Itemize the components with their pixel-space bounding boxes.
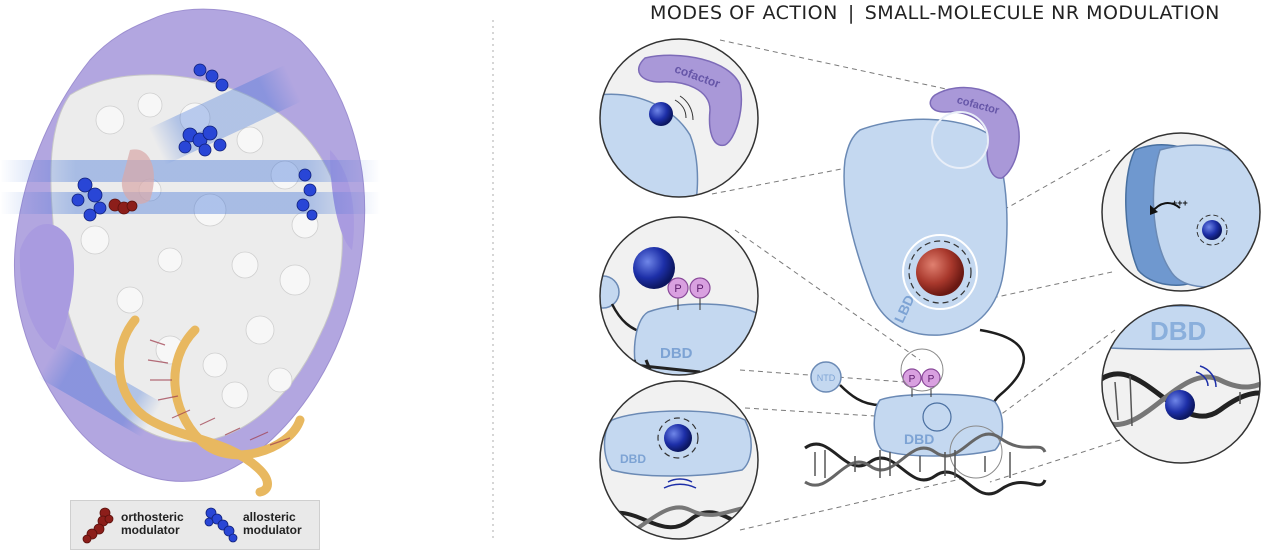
phospho-group [921,368,941,388]
figure-title: MODES OF ACTION | SMALL-MOLECULE NR MODULA… [650,2,1220,24]
dbd-label: DBD [904,431,934,447]
legend-orthosteric-label: orthosteric modulator [121,511,184,537]
zoom-dbd-pocket: DBD [599,380,759,540]
allosteric-legend-icon [204,507,238,543]
nuclear-receptor-schematic: cofactor LBD NTD DBD P P [804,86,1047,496]
zoom-allosteric-pocket: +++ [1101,132,1261,292]
zoom-cofactor-disruption: cofactor [599,38,759,198]
dbd-label-zoom5: DBD [1150,316,1206,346]
charge-label: +++ [1172,198,1188,208]
title-right: SMALL-MOLECULE NR MODULATION [864,2,1220,24]
phospho-label: P [928,374,935,385]
dbd-label-zoom2: DBD [660,345,693,362]
legend-box: orthosteric modulator allosteric modulat… [70,500,320,550]
allosteric-ligand [1202,220,1222,240]
allosteric-ligand [649,102,673,126]
orthosteric-legend-icon [82,507,114,544]
legend-allosteric-line2: modulator [243,523,302,537]
phospho-label: P [909,374,916,385]
legend-orthosteric-line2: modulator [121,523,180,537]
title-left: MODES OF ACTION [650,2,838,24]
dbd-domain [873,393,1004,457]
lbd-domain [843,118,1008,336]
legend-allosteric-label: allosteric modulator [243,511,302,537]
dbd-label-zoom3: DBD [620,452,646,466]
phospho-label: P [696,283,703,295]
legend-orthosteric-line1: orthosteric [121,510,184,524]
orthosteric-ligand [916,248,964,296]
allosteric-ligand [664,424,692,452]
cofactor-shape [929,86,1020,179]
dna-helix [804,432,1047,496]
phospho-label: P [674,283,681,295]
ntd-domain [810,361,842,393]
zoom-phosphorylation: DBD P P [599,216,759,376]
legend-allosteric-line1: allosteric [243,510,296,524]
allosteric-ligand [1165,390,1195,420]
allosteric-ligand [633,247,675,289]
zoom-dna-binding: DBD [1101,304,1261,464]
protein-surface-illustration [0,8,380,497]
title-separator: | [847,2,855,24]
ntd-label: NTD [817,373,836,383]
